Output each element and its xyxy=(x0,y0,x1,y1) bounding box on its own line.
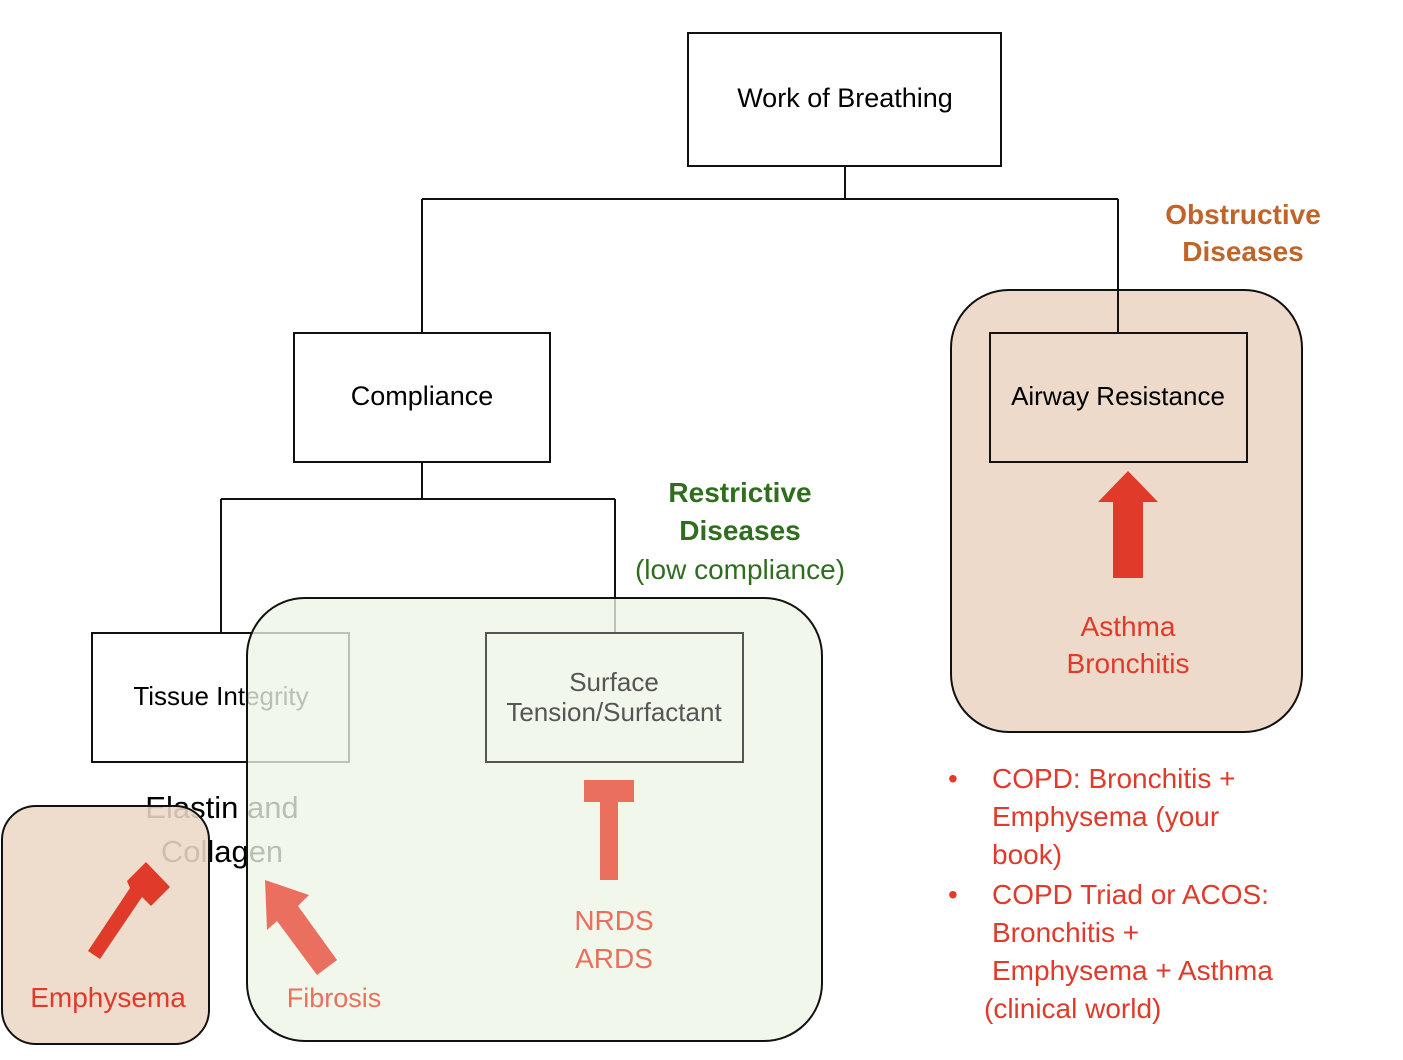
surface-tension-box xyxy=(485,632,744,763)
copd-triad-note-item: • COPD Triad or ACOS: Bronchitis + Emphy… xyxy=(948,876,1368,1028)
copd-note-line3: book) xyxy=(992,839,1063,870)
obstructive-diseases-title-line2: Diseases xyxy=(1182,236,1303,267)
work-of-breathing-box xyxy=(687,32,1002,167)
ards-label: ARDS xyxy=(575,943,653,974)
airway-resistance-box xyxy=(989,332,1248,463)
emphysema-label: Emphysema xyxy=(30,982,186,1013)
surface-tension-label-line2: Tension/Surfactant xyxy=(506,697,722,727)
restrictive-diseases-title-line1: Restrictive xyxy=(668,477,811,508)
fibrosis-arrow xyxy=(265,880,337,975)
bullet-marker: • xyxy=(948,879,958,910)
nrds-inhibit-marker xyxy=(584,780,634,880)
copd-note-line2: Emphysema (your xyxy=(992,801,1220,832)
bronchitis-label: Bronchitis xyxy=(1067,648,1190,679)
restrictive-diseases-title-line2: Diseases xyxy=(679,515,800,546)
obstructive-diseases-title-line1: Obstructive xyxy=(1165,199,1321,230)
restrictive-diseases-subtitle: (low compliance) xyxy=(635,554,845,585)
copd-triad-note-line4: (clinical world) xyxy=(984,993,1162,1024)
copd-triad-note-line2: Bronchitis + xyxy=(992,917,1140,948)
compliance-box xyxy=(293,332,551,463)
compliance-label: Compliance xyxy=(351,381,494,411)
copd-notes-list: • COPD: Bronchitis + Emphysema (your boo… xyxy=(948,760,1368,1030)
bullet-marker: • xyxy=(948,763,958,794)
copd-note-item: • COPD: Bronchitis + Emphysema (your boo… xyxy=(948,760,1368,874)
asthma-increase-arrow xyxy=(1098,471,1158,578)
work-of-breathing-label: Work of Breathing xyxy=(737,83,953,113)
restrictive-region xyxy=(246,597,823,1042)
fibrosis-label: Fibrosis xyxy=(287,983,382,1013)
surface-tension-label-line1: Surface xyxy=(569,667,659,697)
nrds-label: NRDS xyxy=(574,905,653,936)
copd-triad-note-line1: COPD Triad or ACOS: xyxy=(992,879,1269,910)
copd-note-line1: COPD: Bronchitis + xyxy=(992,763,1236,794)
airway-resistance-label: Airway Resistance xyxy=(1011,381,1225,411)
emphysema-inhibit-marker xyxy=(88,862,170,959)
tree-connectors xyxy=(220,166,1119,633)
copd-triad-note-line3: Emphysema + Asthma xyxy=(992,955,1273,986)
asthma-label: Asthma xyxy=(1081,611,1176,642)
